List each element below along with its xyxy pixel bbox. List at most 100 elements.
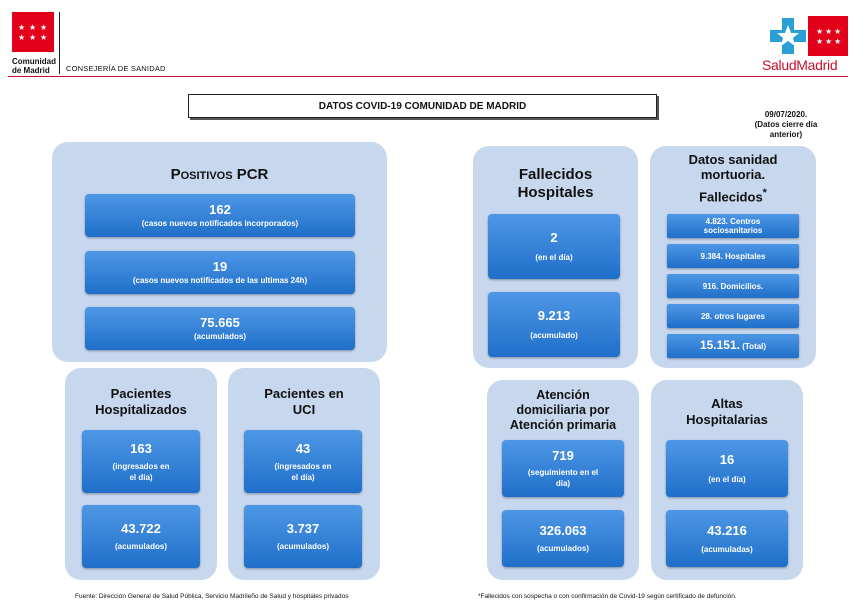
title-line: Atención: [536, 388, 590, 402]
panel-fallecidos-hospitales: Fallecidos Hospitales 2 (en el día) 9.21…: [473, 146, 638, 368]
atencion-day-label: (seguimiento en el: [527, 468, 599, 477]
mortuoria-otros-box: 28. otros lugares: [667, 304, 799, 328]
mortuoria-item-label: 916. Domicilios.: [702, 281, 764, 291]
star-icon: ★: [29, 23, 37, 32]
salud-madrid-flag-logo: ★ ★ ★ ★ ★ ★: [808, 16, 848, 56]
altas-day-label: (en el día): [708, 475, 746, 484]
pcr-accumulated-value: 75.665: [200, 315, 240, 330]
pcr-new-cases-value: 162: [209, 202, 231, 217]
pcr-accumulated-label: (acumulados): [193, 332, 246, 341]
title-line: Fallecidos: [518, 166, 593, 183]
mortuoria-item-label: 9.384. Hospitales: [700, 251, 766, 261]
title-line: Hospitalizados: [95, 402, 187, 417]
uci-acc-label: (acumulados): [276, 542, 329, 551]
altas-acc-value: 43.216: [707, 522, 747, 538]
hosp-day-label: (ingresados en: [112, 461, 170, 471]
panel-title: Pacientes en UCI: [228, 386, 380, 418]
panel-uci: Pacientes en UCI 43 (ingresados en el dí…: [228, 368, 380, 580]
star-icon: ★: [29, 33, 37, 42]
mortuoria-item-label: 4.823. Centros: [705, 217, 761, 226]
atencion-day-value: 719: [552, 448, 574, 463]
atencion-acc-value: 326.063: [539, 523, 587, 538]
title-line: Fallecidos*: [650, 186, 816, 204]
altas-day-value: 16: [719, 452, 735, 467]
star-icon: ★: [825, 37, 833, 46]
title-line: Pacientes en: [264, 386, 344, 401]
salud-madrid-brand: SaludMadrid: [762, 57, 838, 73]
logo-divider: [59, 12, 60, 74]
star-icon: ★: [816, 37, 824, 46]
footer-note: *Fallecidos con sospecha o con confirmac…: [478, 593, 737, 600]
star-icon: ★: [834, 37, 842, 46]
logo-line-1: Comunidad: [12, 57, 56, 66]
title-line: UCI: [292, 402, 316, 417]
hosp-acc-label: (acumulados): [114, 542, 167, 551]
altas-acc-box: 43.216 (acumuladas): [666, 510, 788, 567]
title-line: Hospitales: [517, 184, 594, 201]
mortuoria-item-label: 28. otros lugares: [700, 311, 766, 321]
star-icon: ★: [834, 27, 842, 36]
uci-day-box: 43 (ingresados en el día): [244, 430, 362, 493]
header-rule: [8, 76, 848, 77]
title-line: Altas: [711, 396, 743, 411]
atencion-day-box: 719 (seguimiento en el día): [502, 440, 624, 497]
pcr-accumulated-box: 75.665 (acumulados): [85, 307, 355, 350]
fallecidos-day-label: (en el día): [535, 253, 573, 262]
hosp-day-box: 163 (ingresados en el día): [82, 430, 200, 493]
title-line: domiciliaria por: [516, 403, 610, 417]
fallecidos-acc-value: 9.213: [537, 308, 571, 323]
title-line: mortuoria.: [700, 167, 766, 182]
uci-day-label: el día): [291, 472, 315, 482]
uci-acc-value: 3.737: [286, 521, 320, 536]
star-icon: ★: [18, 23, 26, 32]
title-line: Atención primaria: [509, 418, 617, 432]
panel-title: Pacientes Hospitalizados: [65, 386, 217, 418]
pcr-24h-value: 19: [212, 259, 228, 274]
hosp-day-value: 163: [130, 440, 152, 456]
mortuoria-hospitales-box: 9.384. Hospitales: [667, 244, 799, 268]
mortuoria-total-value: 15.151.: [699, 338, 740, 352]
mortuoria-total-box: 15.151. (Total): [667, 334, 799, 358]
date-value: 09/07/2020.: [764, 110, 808, 119]
altas-day-box: 16 (en el día): [666, 440, 788, 497]
panel-title: Fallecidos Hospitales: [473, 166, 638, 202]
panel-sanidad-mortuoria: Datos sanidad mortuoria. Fallecidos* 4.8…: [650, 146, 816, 368]
pcr-24h-label: (casos nuevos notificados de las ultimas…: [132, 276, 308, 285]
pcr-new-cases-label: (casos nuevos notificados incorporados): [141, 219, 299, 228]
uci-day-value: 43: [295, 440, 311, 456]
mortuoria-total: 15.151. (Total): [667, 338, 799, 352]
date-note: (Datos cierre día anterior): [754, 120, 818, 139]
pcr-24h-cases-box: 19 (casos nuevos notificados de las ulti…: [85, 251, 355, 294]
fallecidos-acc-label: (acumulado): [530, 331, 578, 340]
panel-positivos-pcr: Positivos PCR 162 (casos nuevos notifica…: [52, 142, 387, 362]
title-line: Pacientes: [110, 386, 172, 401]
altas-acc-label: (acumuladas): [701, 544, 753, 554]
pcr-new-cases-box: 162 (casos nuevos notificados incorporad…: [85, 194, 355, 237]
title-line: Datos sanidad: [688, 152, 778, 167]
mortuoria-domicilios-box: 916. Domicilios.: [667, 274, 799, 298]
fallecidos-day-box: 2 (en el día): [488, 214, 620, 279]
salud-madrid-cross-logo: [770, 18, 806, 54]
report-date: 09/07/2020. (Datos cierre día anterior): [740, 110, 832, 140]
page-title: DATOS COVID-19 COMUNIDAD DE MADRID: [188, 94, 657, 118]
department-label: CONSEJERÍA DE SANIDAD: [66, 64, 166, 73]
mortuoria-sociosanitarios-box: 4.823. Centros sociosanitarios: [667, 214, 799, 238]
hosp-day-label: el día): [129, 472, 153, 482]
atencion-day-label: día): [555, 479, 571, 488]
panel-title: Altas Hospitalarias: [651, 396, 803, 428]
panel-title: Atención domiciliaria por Atención prima…: [487, 388, 639, 433]
star-icon: ★: [40, 33, 48, 42]
star-icon: ★: [40, 23, 48, 32]
fallecidos-acc-box: 9.213 (acumulado): [488, 292, 620, 357]
panel-atencion-domiciliaria: Atención domiciliaria por Atención prima…: [487, 380, 639, 580]
title-line: Hospitalarias: [686, 412, 768, 427]
uci-acc-box: 3.737 (acumulados): [244, 505, 362, 568]
logo-line-2: de Madrid: [12, 66, 50, 75]
star-icon: ★: [816, 27, 824, 36]
hosp-acc-box: 43.722 (acumulados): [82, 505, 200, 568]
mortuoria-total-label: (Total): [742, 342, 767, 351]
panel-title: Datos sanidad mortuoria. Fallecidos*: [650, 152, 816, 204]
uci-day-label: (ingresados en: [274, 461, 332, 471]
panel-altas-hospitalarias: Altas Hospitalarias 16 (en el día) 43.21…: [651, 380, 803, 580]
panel-hospitalizados: Pacientes Hospitalizados 163 (ingresados…: [65, 368, 217, 580]
